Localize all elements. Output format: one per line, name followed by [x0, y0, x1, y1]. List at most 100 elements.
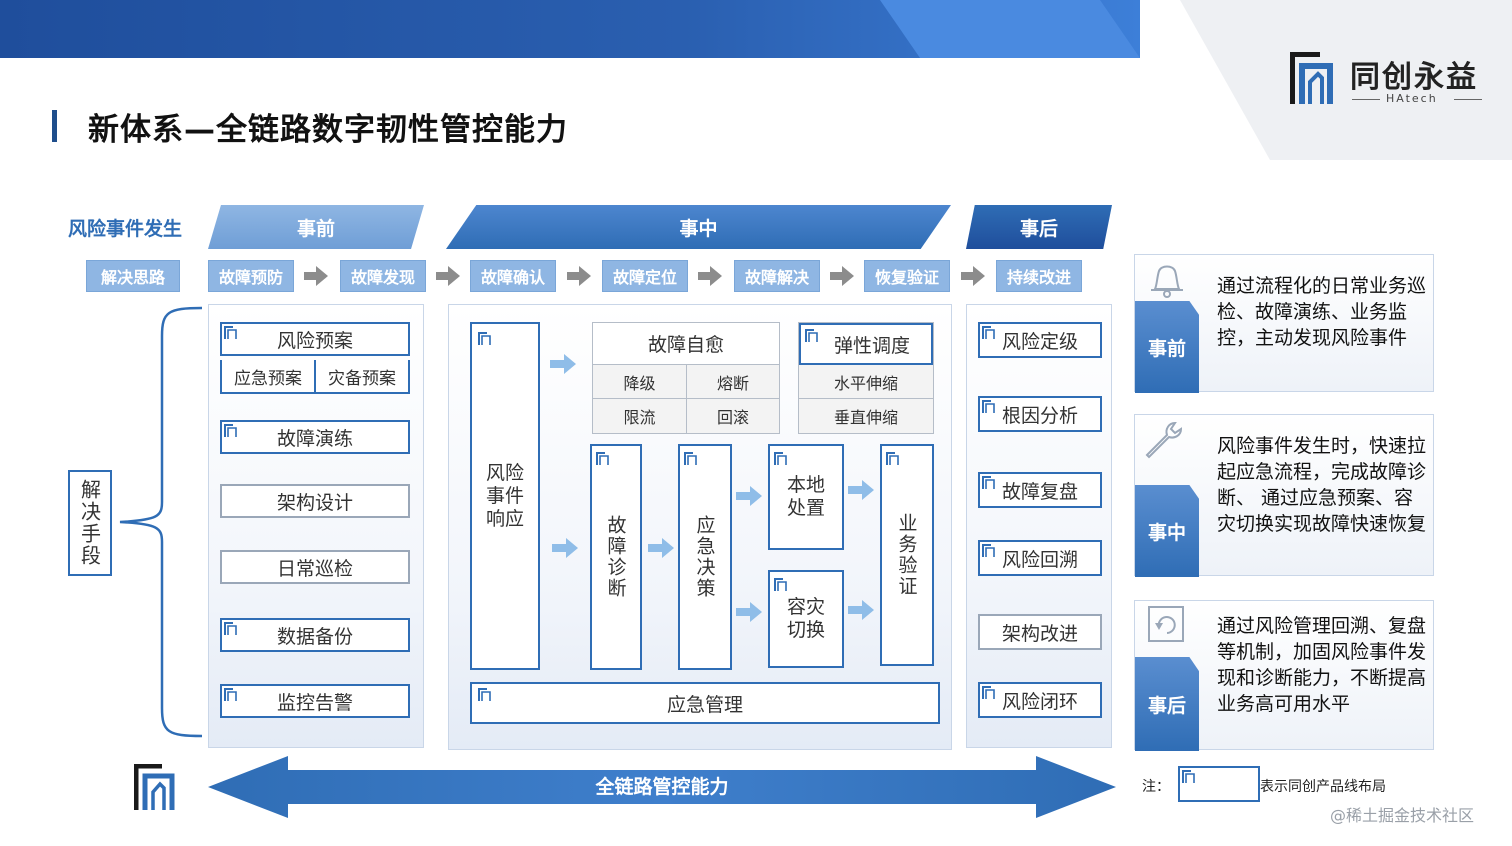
product-mark-icon — [982, 400, 995, 413]
logo-divider-left — [1352, 99, 1380, 100]
step-fault-prevention: 故障预防 — [208, 260, 294, 292]
curly-bracket — [119, 306, 203, 738]
decision-box: 应急决策 — [678, 444, 732, 670]
trace-label: 风险回溯 — [1001, 548, 1078, 571]
verify-label: 业务验证 — [895, 513, 918, 597]
review-box: 故障复盘 — [978, 472, 1102, 508]
arrow-right-icon — [304, 266, 328, 286]
dr-switch-box: 容灾切换 — [768, 570, 844, 668]
logo-subtitle: HAtech — [1386, 92, 1438, 105]
after-panel — [966, 304, 1112, 748]
rca-box: 根因分析 — [978, 396, 1102, 432]
review-label: 故障复盘 — [1001, 480, 1078, 503]
arrow-right-icon — [550, 354, 576, 374]
product-mark-icon — [982, 326, 995, 339]
emergency-plan-cell: 应急预案 — [222, 360, 316, 392]
h-scale-cell: 水平伸缩 — [799, 365, 933, 399]
elastic-table: 弹性调度 水平伸缩 垂直伸缩 — [798, 322, 934, 434]
plan-sub-row: 应急预案 灾备预案 — [220, 360, 410, 394]
card-before-text: 通过流程化的日常业务巡检、故障演练、业务监控，主动发现风险事件 — [1217, 275, 1427, 349]
monitor-label: 监控告警 — [276, 691, 353, 714]
degrade-cell: 降级 — [593, 365, 687, 399]
elastic-title: 弹性调度 — [799, 323, 933, 365]
dr-switch-label: 容灾切换 — [786, 596, 825, 641]
step-fault-confirmation: 故障确认 — [470, 260, 556, 292]
product-mark-icon — [478, 332, 491, 345]
card-during: 事中 风险事件发生时，快速拉起应急流程，完成故障诊断、 通过应急预案、容灾切换实… — [1134, 414, 1434, 577]
card-during-text: 风险事件发生时，快速拉起应急流程，完成故障诊断、 通过应急预案、容灾切换实现故障… — [1217, 435, 1427, 535]
arrow-right-icon — [848, 600, 874, 620]
phase-during: 事中 — [446, 205, 951, 249]
diagnose-box: 故障诊断 — [590, 444, 642, 670]
arrow-right-icon — [648, 538, 674, 558]
product-mark-icon — [596, 452, 609, 465]
product-mark-icon — [224, 622, 237, 635]
card-before: 事前 通过流程化的日常业务巡检、故障演练、业务监控，主动发现风险事件 — [1134, 254, 1434, 393]
self-heal-title: 故障自愈 — [593, 323, 779, 365]
verify-box: 业务验证 — [880, 444, 934, 666]
capability-double-arrow — [208, 756, 1116, 818]
product-mark-icon — [774, 452, 787, 465]
circuit-cell: 熔断 — [687, 365, 779, 399]
step-fault-location: 故障定位 — [602, 260, 688, 292]
self-heal-table: 故障自愈 降级 熔断 限流 回滚 — [592, 322, 780, 434]
note-legend-box — [1178, 766, 1260, 802]
logo-icon — [1290, 52, 1333, 104]
backup-box: 数据备份 — [220, 618, 410, 652]
approach-label: 解决思路 — [86, 260, 180, 292]
arrow-right-icon — [736, 602, 762, 622]
v-scale-cell: 垂直伸缩 — [799, 399, 933, 433]
card-during-tag: 事中 — [1135, 485, 1199, 577]
arrow-right-icon — [830, 266, 854, 286]
arrow-right-icon — [698, 266, 722, 286]
phase-row-label: 风险事件发生 — [68, 218, 183, 240]
phase-after: 事后 — [966, 205, 1112, 249]
emergency-mgmt-label: 应急管理 — [666, 693, 743, 716]
wrench-icon — [1145, 421, 1183, 459]
arrow-right-icon — [552, 538, 578, 558]
ratelimit-cell: 限流 — [593, 399, 687, 433]
card-after-text: 通过风险管理回溯、复盘等机制，加固风险事件发现和诊断能力，不断提高业务高可用水平 — [1217, 615, 1427, 715]
title-accent-bar — [52, 110, 57, 142]
emergency-mgmt-box: 应急管理 — [470, 682, 940, 724]
product-mark-icon — [224, 424, 237, 437]
phase-before: 事前 — [208, 205, 424, 249]
dr-plan-cell: 灾备预案 — [328, 368, 396, 389]
arrow-right-icon — [436, 266, 460, 286]
product-mark-icon — [774, 578, 787, 591]
logo-divider-right — [1454, 99, 1482, 100]
product-mark-icon — [805, 329, 818, 342]
note-text: 表示同创产品线布局 — [1260, 779, 1386, 795]
local-box: 本地处置 — [768, 444, 844, 550]
arch-improve-box: 架构改进 — [978, 614, 1102, 650]
risk-response-box: 风险事件响应 — [470, 322, 540, 670]
local-label: 本地处置 — [786, 474, 825, 519]
product-mark-icon — [478, 688, 491, 701]
rollback-cell: 回滚 — [687, 399, 779, 433]
product-mark-icon — [224, 688, 237, 701]
step-continuous-improvement: 持续改进 — [996, 260, 1082, 292]
arch-design-box: 架构设计 — [220, 484, 410, 518]
monitor-box: 监控告警 — [220, 684, 410, 718]
diagnose-label: 故障诊断 — [604, 515, 627, 599]
grading-label: 风险定级 — [1001, 330, 1078, 353]
trace-box: 风险回溯 — [978, 540, 1102, 576]
decision-label: 应急决策 — [693, 515, 716, 599]
grading-box: 风险定级 — [978, 322, 1102, 358]
rca-label: 根因分析 — [1001, 404, 1078, 427]
backup-label: 数据备份 — [276, 625, 353, 648]
closed-loop-box: 风险闭环 — [978, 682, 1102, 718]
product-mark-icon — [684, 452, 697, 465]
step-fault-resolution: 故障解决 — [734, 260, 820, 292]
card-before-tag: 事前 — [1135, 301, 1199, 393]
bell-icon — [1151, 265, 1183, 298]
arrow-right-icon — [848, 480, 874, 500]
arrow-right-icon — [736, 486, 762, 506]
risk-response-label: 风险事件响应 — [485, 461, 524, 530]
risk-plan-label: 风险预案 — [276, 329, 353, 352]
patrol-box: 日常巡检 — [220, 550, 410, 584]
capability-label: 全链路管控能力 — [595, 776, 729, 798]
elastic-label: 弹性调度 — [833, 334, 910, 357]
company-logo: 同创永益 HAtech — [1290, 52, 1490, 112]
drill-label: 故障演练 — [276, 427, 353, 450]
